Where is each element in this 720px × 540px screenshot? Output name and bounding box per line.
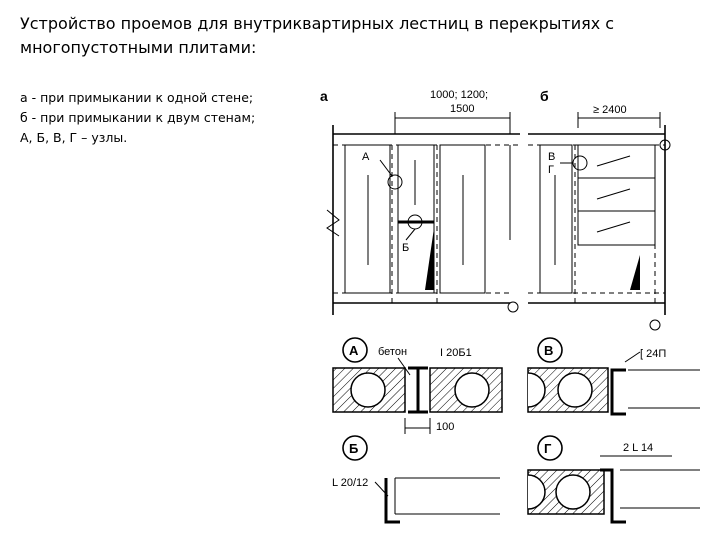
node-g-angles bbox=[600, 468, 626, 524]
plan-a-callout-b-label: Б bbox=[402, 242, 409, 254]
plan-a-callout-a bbox=[387, 174, 403, 190]
legend-list: а - при примыкании к одной стене; б - пр… bbox=[20, 88, 310, 148]
node-b-label: Б bbox=[349, 441, 358, 456]
node-b-section: Б L 20/12 bbox=[332, 435, 500, 524]
slide-title: Устройство проемов для внутриквартирных … bbox=[20, 14, 615, 57]
plan-b-slab-cross bbox=[577, 144, 656, 246]
node-b-angle-label: L 20/12 bbox=[332, 477, 368, 489]
plan-b-callout-v-label: В bbox=[548, 151, 555, 163]
node-g-angles-label: 2 L 14 bbox=[623, 442, 653, 454]
node-b-angle bbox=[384, 478, 400, 524]
node-g-label: Г bbox=[544, 441, 552, 456]
plan-b-slab-1 bbox=[539, 144, 573, 294]
plan-b-label: б bbox=[540, 88, 549, 104]
plan-a-stair-mark bbox=[425, 228, 434, 290]
plan-b-stair-mark bbox=[630, 255, 640, 290]
legend-item-b: б - при примыкании к двум стенам; bbox=[20, 110, 256, 125]
plan-a-slab-1 bbox=[344, 144, 391, 294]
plan-a-opening bbox=[397, 144, 435, 294]
node-v-channel-label: [ 24П bbox=[640, 348, 666, 360]
node-v-channel bbox=[610, 368, 626, 416]
node-a-concrete-label: бетон bbox=[378, 346, 407, 358]
plan-a-dim-top: 1000; 1200; bbox=[430, 89, 488, 101]
plan-b-dim: ≥ 2400 bbox=[593, 104, 627, 116]
plan-a-label: а bbox=[320, 88, 328, 104]
plan-a-dim-bottom: 1500 bbox=[450, 103, 474, 115]
node-g-circle bbox=[537, 435, 563, 461]
node-g-section: Г 2 L 14 bbox=[527, 435, 700, 524]
plan-b-axis-marker bbox=[649, 319, 661, 331]
legend-item-a: а - при примыкании к одной стене; bbox=[20, 90, 254, 105]
node-a-circle bbox=[342, 337, 368, 363]
node-v-circle bbox=[537, 337, 563, 363]
legend-item-nodes: А, Б, В, Г – узлы. bbox=[20, 130, 128, 145]
plan-a-axis-marker bbox=[507, 301, 519, 313]
node-a-beam-label: I 20Б1 bbox=[440, 347, 472, 359]
node-a-dimension-label: 100 bbox=[436, 421, 454, 433]
plan-a-slab-3 bbox=[439, 144, 486, 294]
plan-b: б ≥ 2400 В Г bbox=[528, 88, 671, 331]
node-a-label: А bbox=[349, 343, 359, 358]
plan-a-callout-a-label: А bbox=[362, 151, 370, 163]
node-a-section: А бетон I 20Б1 100 bbox=[332, 337, 503, 434]
plan-b-callout-g-label: Г bbox=[548, 164, 554, 176]
plan-a: а 1000; 1200; 1500 А Б bbox=[320, 88, 520, 315]
node-v-section: В [ 24П bbox=[527, 337, 700, 416]
node-v-label: В bbox=[544, 343, 553, 358]
node-b-circle bbox=[342, 435, 368, 461]
